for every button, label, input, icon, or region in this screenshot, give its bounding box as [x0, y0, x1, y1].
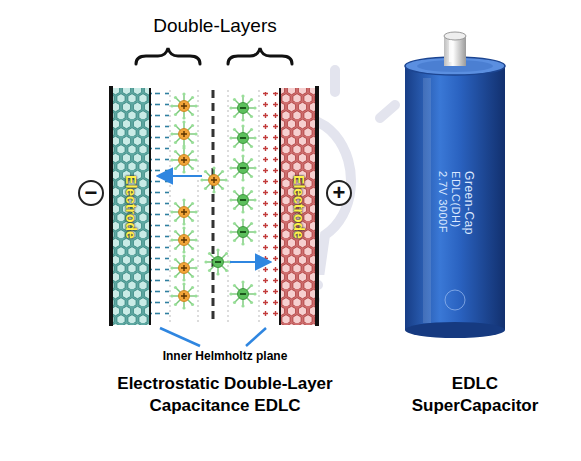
- electrode-label: Electrode: [123, 175, 139, 239]
- electrode-left-fill: [111, 88, 150, 325]
- supercapacitor-can: Green-CapEDLC(DH)2.7V 3000F: [403, 28, 507, 340]
- terminal-sign: −: [85, 182, 98, 204]
- electrode-plate: Electrode: [112, 90, 149, 323]
- electrode-plate: Electrode: [281, 90, 316, 323]
- capacitor-print: Green-CapEDLC(DH)2.7V 3000F: [436, 171, 475, 235]
- electrode-label: Electrode: [291, 175, 307, 239]
- helmholtz-leaders: [160, 328, 266, 346]
- electrode-label-wrap: Electrode: [123, 175, 139, 239]
- double-layers-heading: Double-Layers: [100, 14, 330, 38]
- separator: [212, 90, 215, 323]
- capacitor-marking: EDLC(DH): [449, 171, 462, 235]
- terminal-symbol: +: [326, 180, 352, 206]
- electrode-right-fill: [280, 88, 318, 325]
- terminal-sign: +: [333, 182, 346, 204]
- photo-caption: EDLC SuperCapacitor: [400, 373, 550, 417]
- capacitor-marking: Green-Cap: [462, 171, 475, 235]
- helmholtz-label: Inner Helmholtz plane: [110, 349, 340, 364]
- cation-layer: [170, 92, 227, 309]
- anion-layer: [204, 94, 256, 307]
- terminal-symbol: −: [78, 180, 104, 206]
- helmholtz-planes: [170, 90, 259, 323]
- positive-surface-charge: [261, 92, 279, 322]
- capacitor-marking: 2.7V 3000F: [436, 171, 449, 235]
- cell-borders: [111, 86, 317, 326]
- cell-ground: [110, 88, 318, 325]
- diagram-caption: Electrostatic Double-Layer Capacitance E…: [90, 373, 360, 417]
- negative-surface-charge: [151, 92, 169, 322]
- electrode-label-wrap: Electrode: [291, 175, 307, 239]
- double-layer-braces: [136, 48, 292, 64]
- ion-motion-arrows: [160, 176, 268, 262]
